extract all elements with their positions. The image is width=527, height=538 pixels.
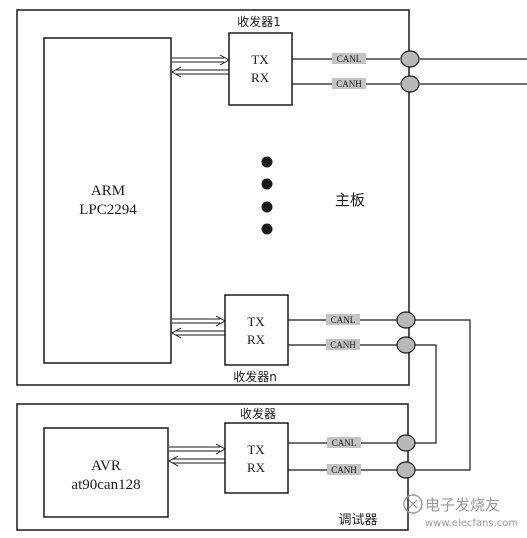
transceiver-1-arrows <box>170 54 231 78</box>
transceiver-1-box <box>228 32 293 106</box>
watermark-logo-icon <box>403 494 423 514</box>
transceiver-n-can-lines <box>288 319 471 471</box>
transceiver-n-label: 收发器n <box>233 369 277 384</box>
debugger-transceiver-tx: TX <box>247 442 265 457</box>
canh-n-label: CANH <box>330 340 356 350</box>
canl-debugger-bg <box>327 437 361 448</box>
canl-1-bg <box>332 53 366 64</box>
connector-canh-1 <box>400 75 420 93</box>
watermark-url: www.elecfans.com <box>425 518 518 529</box>
canh-n-bg <box>326 339 360 350</box>
watermark-text: 电子发烧友 <box>425 496 500 514</box>
connector-canh-debugger <box>396 461 416 479</box>
transceiver-n-box <box>224 294 289 366</box>
connector-canl-n <box>396 311 416 329</box>
connector-canl-debugger <box>396 434 416 452</box>
transceiver-n-tx: TX <box>247 314 265 329</box>
debugger-transceiver-rx: RX <box>247 460 266 475</box>
watermark: 电子发烧友 www.elecfans.com <box>403 494 518 529</box>
canl-n-bg <box>326 314 360 325</box>
canh-1-bg <box>332 78 366 89</box>
transceiver-1-label: 收发器1 <box>237 14 281 29</box>
canh-1-label: CANH <box>336 79 362 89</box>
transceiver-n-rx: RX <box>247 332 266 347</box>
canh-debugger-label: CANH <box>331 465 357 475</box>
main-board-label: 主板 <box>335 191 365 209</box>
canl-n-label: CANL <box>331 315 356 325</box>
main-board-box <box>16 9 410 386</box>
debugger-transceiver-label: 收发器 <box>240 406 276 421</box>
avr-label: AVR <box>91 458 121 474</box>
debugger-label: 调试器 <box>338 513 377 528</box>
canl-debugger-label: CANL <box>332 438 357 448</box>
transceiver-1-rx: RX <box>251 70 270 85</box>
arm-cpu-box <box>43 37 172 364</box>
transceiver-n-arrows <box>170 315 227 339</box>
avr-mcu-box <box>43 427 169 518</box>
arm-label: ARM <box>91 183 125 199</box>
transceiver-1-tx: TX <box>251 52 269 67</box>
canh-debugger-bg <box>327 464 361 475</box>
ellipsis-dots <box>261 156 273 235</box>
at90can128-label: at90can128 <box>71 477 140 493</box>
debugger-transceiver-arrows <box>167 443 227 467</box>
canl-1-label: CANL <box>337 54 362 64</box>
lpc2294-label: LPC2294 <box>79 202 137 218</box>
connector-canh-n <box>396 336 416 354</box>
connector-canl-1 <box>400 50 420 68</box>
debugger-transceiver-box <box>224 422 289 494</box>
